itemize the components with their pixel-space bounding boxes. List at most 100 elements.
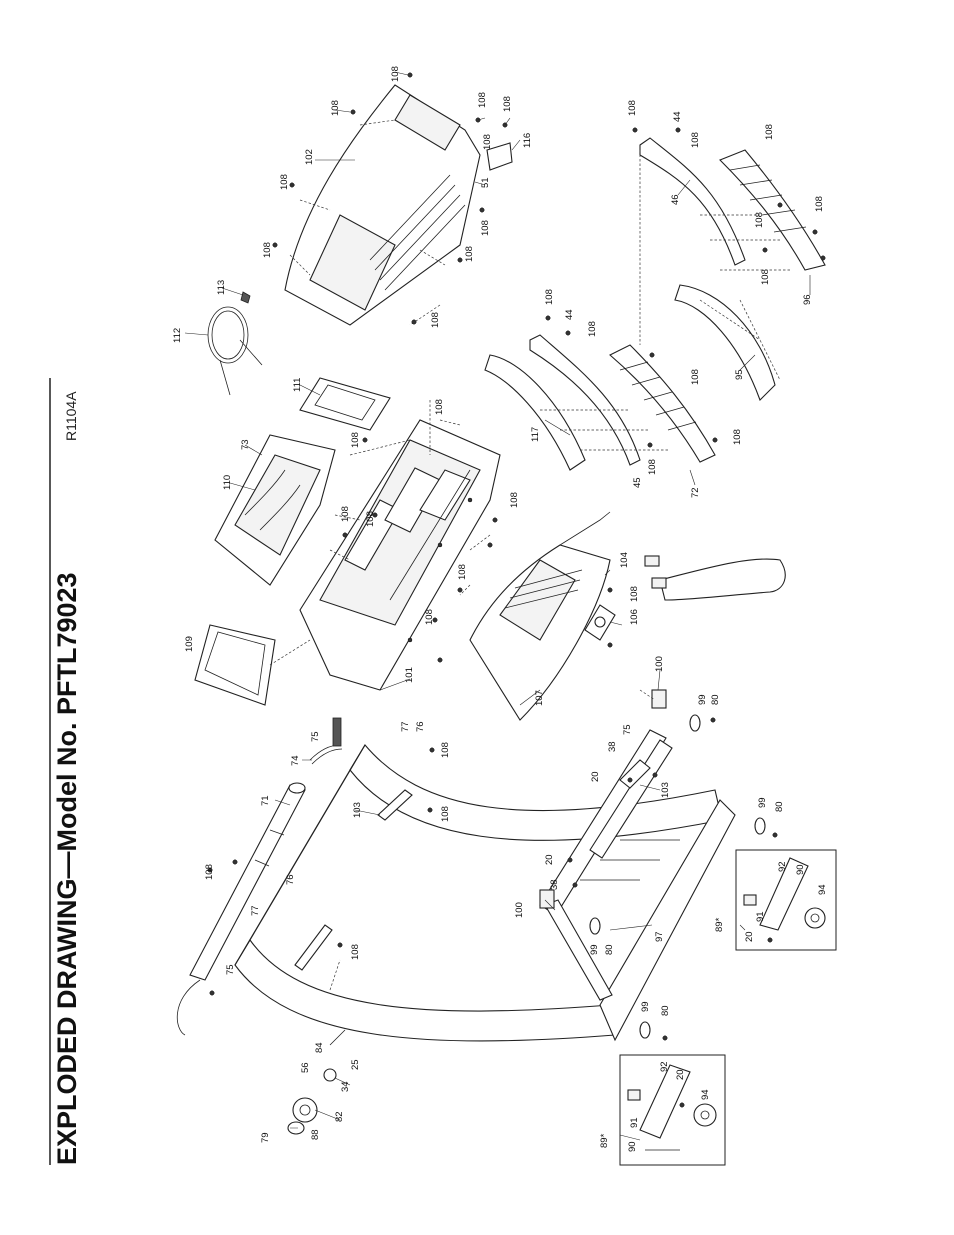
callout-label: 80 [604, 944, 615, 955]
callout-label: 84 [314, 1042, 325, 1053]
callout-label: 95 [734, 369, 745, 380]
callout-label: 108 [502, 96, 513, 112]
wheel-assembly-lower [619, 1054, 726, 1166]
callout-label: 94 [817, 884, 828, 895]
callout-label: 116 [522, 133, 533, 148]
callout-label: 108 [509, 492, 520, 508]
callout-label: 102 [304, 149, 315, 165]
callout-label: 96 [802, 294, 813, 305]
leader-lines [184, 71, 811, 1141]
callout-label: 34 [340, 1081, 351, 1092]
callout-label: 73 [240, 439, 251, 450]
callout-label: 88 [310, 1129, 321, 1140]
callout-label: 20 [744, 931, 755, 942]
callout-label: 108 [477, 92, 488, 108]
callout-label: 76 [285, 874, 296, 885]
callout-label: 108 [647, 459, 658, 475]
callout-label: 80 [660, 1005, 671, 1016]
callout-label: 113 [216, 280, 227, 295]
title-block: EXPLODED DRAWING—Model No. PFTL79023 R11… [49, 378, 82, 1165]
callout-label: 108 [629, 586, 640, 602]
callout-label: 110 [222, 475, 233, 490]
console-base [299, 419, 501, 691]
callout-label: 94 [700, 1089, 711, 1100]
callout-label: 89* [599, 1133, 610, 1148]
callout-label: 108 [430, 312, 441, 328]
callout-label: 103 [660, 782, 671, 798]
callout-label: 99 [757, 797, 768, 808]
wheel-assembly-upper [735, 849, 837, 951]
callout-label: 76 [415, 721, 426, 732]
callout-label: 71 [260, 795, 271, 806]
callout-label: 108 [464, 246, 475, 262]
fasteners [207, 72, 826, 1108]
callout-label: 77 [400, 721, 411, 732]
callout-label: 97 [654, 931, 665, 942]
upright-frame [234, 729, 736, 1042]
callout-label: 108 [814, 196, 825, 212]
handrail-left [484, 334, 716, 471]
callout-label: 108 [732, 429, 743, 445]
drawing-code: R1104A [63, 391, 79, 441]
callout-label: 117 [530, 427, 541, 442]
page-title: EXPLODED DRAWING—Model No. PFTL79023 [52, 572, 82, 1165]
callout-label: 104 [619, 552, 630, 568]
callout-label: 79 [260, 1132, 271, 1143]
callout-label: 108 [482, 134, 493, 150]
callout-label: 108 [587, 321, 598, 337]
callout-label: 107 [534, 690, 545, 706]
callout-label: 99 [640, 1001, 651, 1012]
callout-label: 108 [434, 399, 445, 415]
callout-label: 108 [340, 506, 351, 522]
assembly-lines [269, 119, 790, 991]
callout-label: 82 [334, 1111, 345, 1122]
callout-label: 103 [352, 802, 363, 818]
callout-label: 108 [279, 174, 290, 190]
wire-harness [309, 717, 343, 765]
callout-label: 108 [365, 511, 376, 527]
callout-label: 75 [225, 964, 236, 975]
data-cable [207, 291, 263, 396]
callout-label: 108 [480, 220, 491, 236]
fan [584, 604, 616, 641]
callout-label: 77 [250, 905, 261, 916]
callout-label: 108 [544, 289, 555, 305]
callout-label: 56 [300, 1062, 311, 1073]
callout-label: 75 [622, 724, 633, 735]
callout-label: 44 [672, 111, 683, 122]
callout-label: 44 [564, 309, 575, 320]
console-bezel [214, 434, 336, 586]
callout-label: 101 [404, 667, 415, 683]
callout-label: 20 [590, 771, 601, 782]
callout-label: 108 [390, 66, 401, 82]
callout-labels: 108 108 108 108 108 116 51 102 108 108 1… [172, 66, 828, 1152]
callout-label: 38 [549, 879, 560, 890]
callout-label: 108 [627, 100, 638, 116]
callout-label: 108 [754, 212, 765, 228]
callout-label: 75 [310, 731, 321, 742]
handrail-tube [176, 782, 306, 1036]
callout-label: 38 [607, 741, 618, 752]
callout-label: 99 [697, 694, 708, 705]
callout-label: 92 [777, 861, 788, 872]
callout-label: 108 [440, 806, 451, 822]
callout-label: 89* [714, 917, 725, 932]
callout-label: 108 [457, 564, 468, 580]
grip-cover-right [674, 284, 776, 401]
callout-label: 108 [262, 242, 273, 258]
callout-label: 46 [670, 194, 681, 205]
console-top [284, 84, 513, 326]
tray [194, 624, 276, 706]
display-cover [299, 377, 391, 431]
callout-label: 99 [589, 944, 600, 955]
callout-label: 90 [627, 1141, 638, 1152]
callout-label: 108 [764, 124, 775, 140]
callout-label: 25 [350, 1059, 361, 1070]
callout-label: 74 [290, 755, 301, 766]
callout-label: 45 [632, 477, 643, 488]
callout-label: 80 [710, 694, 721, 705]
callout-label: 72 [690, 487, 701, 498]
callout-label: 108 [204, 864, 215, 880]
callout-label: 108 [330, 100, 341, 116]
